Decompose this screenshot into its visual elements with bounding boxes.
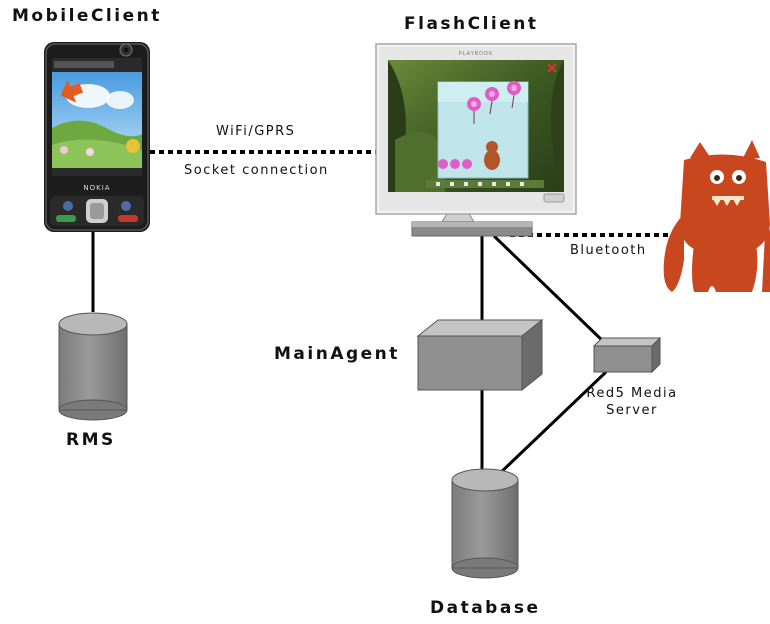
mobile-phone-illustration: NOKIA: [44, 42, 150, 232]
robot-illustration: [663, 140, 770, 292]
connections: [91, 150, 688, 478]
database-cylinder: [451, 468, 519, 579]
red5-label-line1: Red5 Media: [586, 386, 678, 401]
flash-monitor-illustration: PLAYBOOK: [375, 43, 577, 237]
mobile-client-label: MobileClient: [12, 6, 162, 26]
bluetooth-label: Bluetooth: [570, 243, 647, 258]
flash-client-label: FlashClient: [404, 14, 539, 34]
database-label: Database: [430, 598, 541, 618]
flash-red5-link: [492, 234, 608, 346]
monitor-brand: PLAYBOOK: [459, 51, 494, 57]
red5-label-line2: Server: [606, 403, 658, 418]
red5-server-box: [592, 336, 662, 374]
wifi-gprs-label: WiFi/GPRS: [216, 124, 296, 139]
rms-label: RMS: [66, 430, 116, 450]
red5-database-link: [495, 370, 608, 478]
main-agent-label: MainAgent: [274, 344, 400, 364]
rms-cylinder: [58, 312, 128, 421]
phone-brand: NOKIA: [83, 184, 110, 192]
main-agent-box: [416, 318, 544, 392]
socket-connection-label: Socket connection: [184, 163, 329, 178]
